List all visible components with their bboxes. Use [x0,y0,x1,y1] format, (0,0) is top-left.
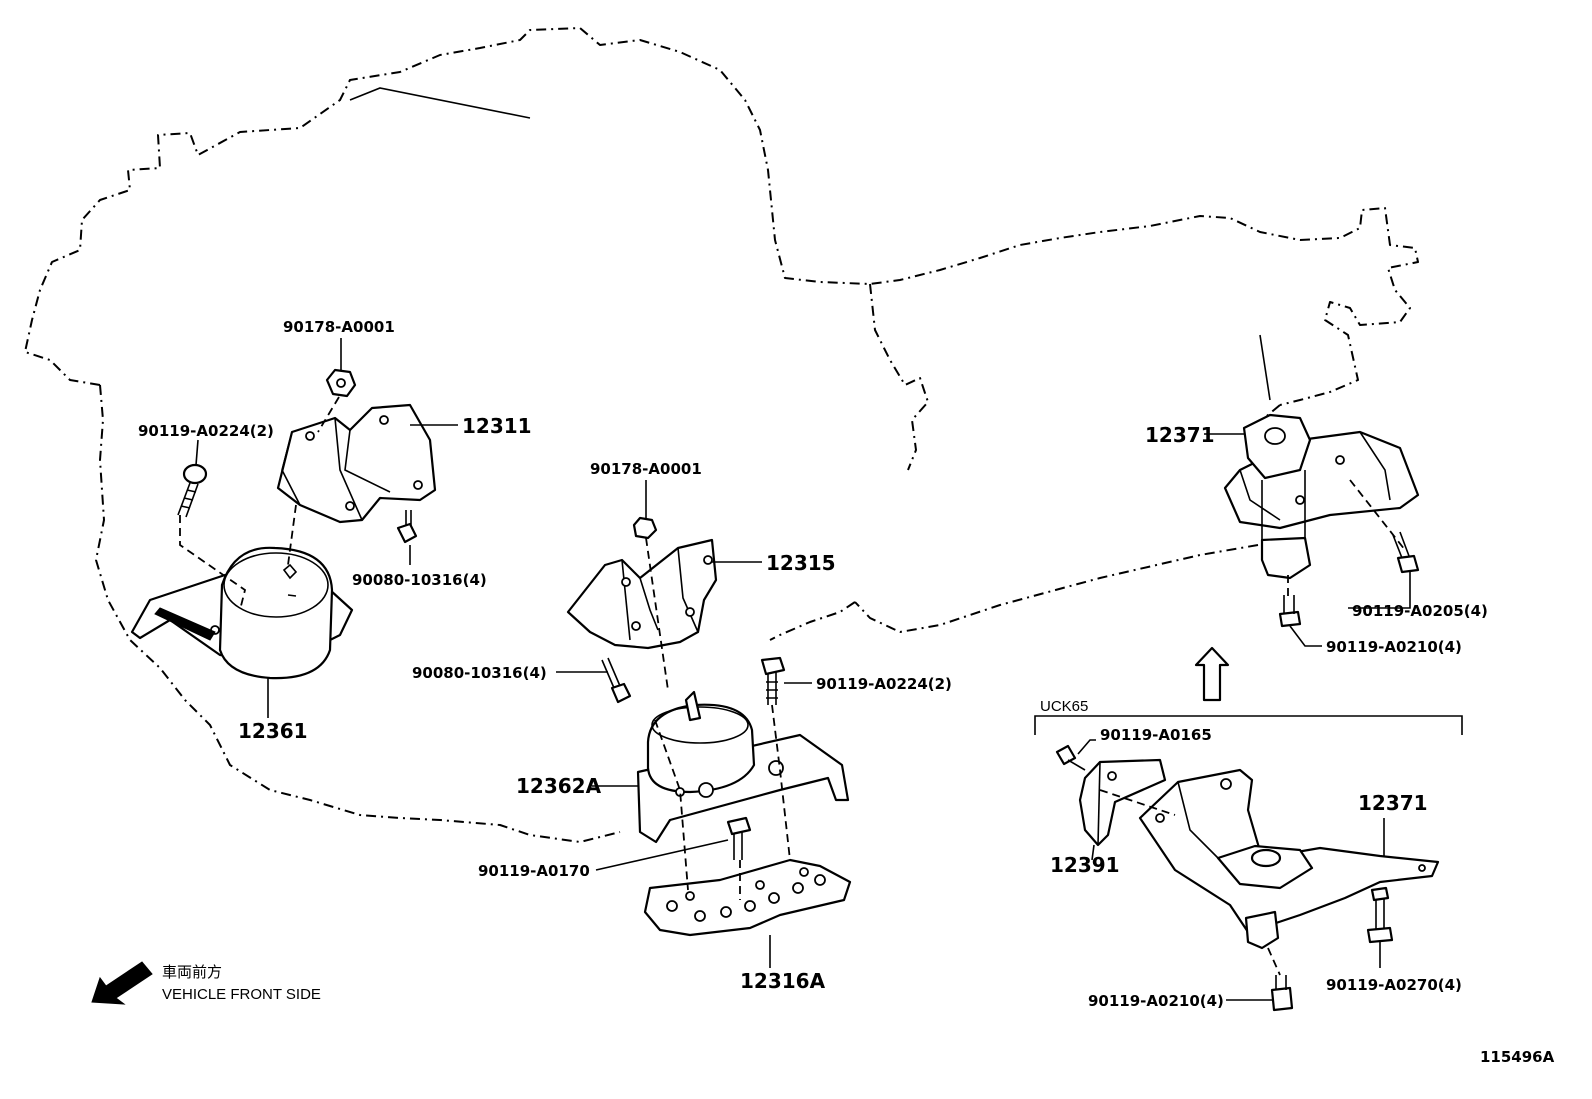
label-12316a: 12316A [740,969,826,993]
figure-id: 115496A [1480,1048,1555,1066]
bolt-90080-middle [601,657,632,704]
label-90080-10316-left: 90080-10316(4) [352,571,487,589]
nut-90178-left [325,368,357,398]
part-12371-mount-lower [1138,768,1440,950]
label-12362a: 12362A [516,774,602,798]
bolt-90119-a0170 [726,816,752,860]
engine-outline [24,27,1419,843]
assembly-line-right-4 [1267,947,1281,976]
label-uck65: UCK65 [1040,698,1088,715]
bolt-90119-a0210-upper [1278,595,1302,628]
part-12371-mount-upper [1223,413,1420,580]
assembly-line-right-1 [1349,479,1406,551]
assembly-line-left-2 [287,504,297,566]
assembly-line-left-1 [317,396,340,433]
bolt-90119-a0165 [1055,744,1086,771]
label-90178-a0001-left: 90178-A0001 [283,318,395,336]
label-90119-a0170: 90119-A0170 [478,862,590,880]
part-12362a-mount [636,690,850,844]
vehicle-front-arrow-icon [91,961,153,1005]
leader-lines [195,338,1411,1001]
vehicle-front-label-jp: 車両前方 [162,964,222,981]
label-12371-lower: 12371 [1358,791,1428,815]
part-12311-bracket [276,403,437,524]
assembly-line-mid-3 [771,704,791,861]
label-12391: 12391 [1050,853,1120,877]
label-90119-a0270: 90119-A0270(4) [1326,976,1462,994]
nut-90178-middle [632,516,658,540]
bolt-90080-left [396,510,418,544]
label-90119-a0224-middle: 90119-A0224(2) [816,675,952,693]
label-12315: 12315 [766,551,836,575]
label-90119-a0224-left: 90119-A0224(2) [138,422,274,440]
label-12361: 12361 [238,719,308,743]
part-12315-bracket [566,538,718,650]
bolt-90119-a0210-lower [1270,975,1294,1012]
label-90119-a0205: 90119-A0205(4) [1352,602,1488,620]
uck65-bracket [1034,715,1463,735]
label-90119-a0165: 90119-A0165 [1100,726,1212,744]
label-12371-upper: 12371 [1145,423,1215,447]
assembly-line-left-3 [179,515,247,611]
bolt-90119-a0224-left [177,463,208,518]
label-90119-a0210-upper: 90119-A0210(4) [1326,638,1462,656]
up-arrow-icon [1194,646,1230,702]
vehicle-front-label-en: VEHICLE FRONT SIDE [162,986,321,1003]
part-12316a-plate [643,858,852,937]
part-12361-mount [130,546,354,680]
part-12391-bracket [1078,758,1167,847]
label-90178-a0001-middle: 90178-A0001 [590,460,702,478]
label-90080-10316-middle: 90080-10316(4) [412,664,547,682]
assembly-line-right-3 [1099,789,1176,816]
label-90119-a0210-lower: 90119-A0210(4) [1088,992,1224,1010]
bolt-90119-a0205 [1392,531,1420,574]
bolt-90119-a0270 [1366,886,1394,944]
label-12311: 12311 [462,414,532,438]
bolt-90119-a0224-middle [760,656,786,705]
